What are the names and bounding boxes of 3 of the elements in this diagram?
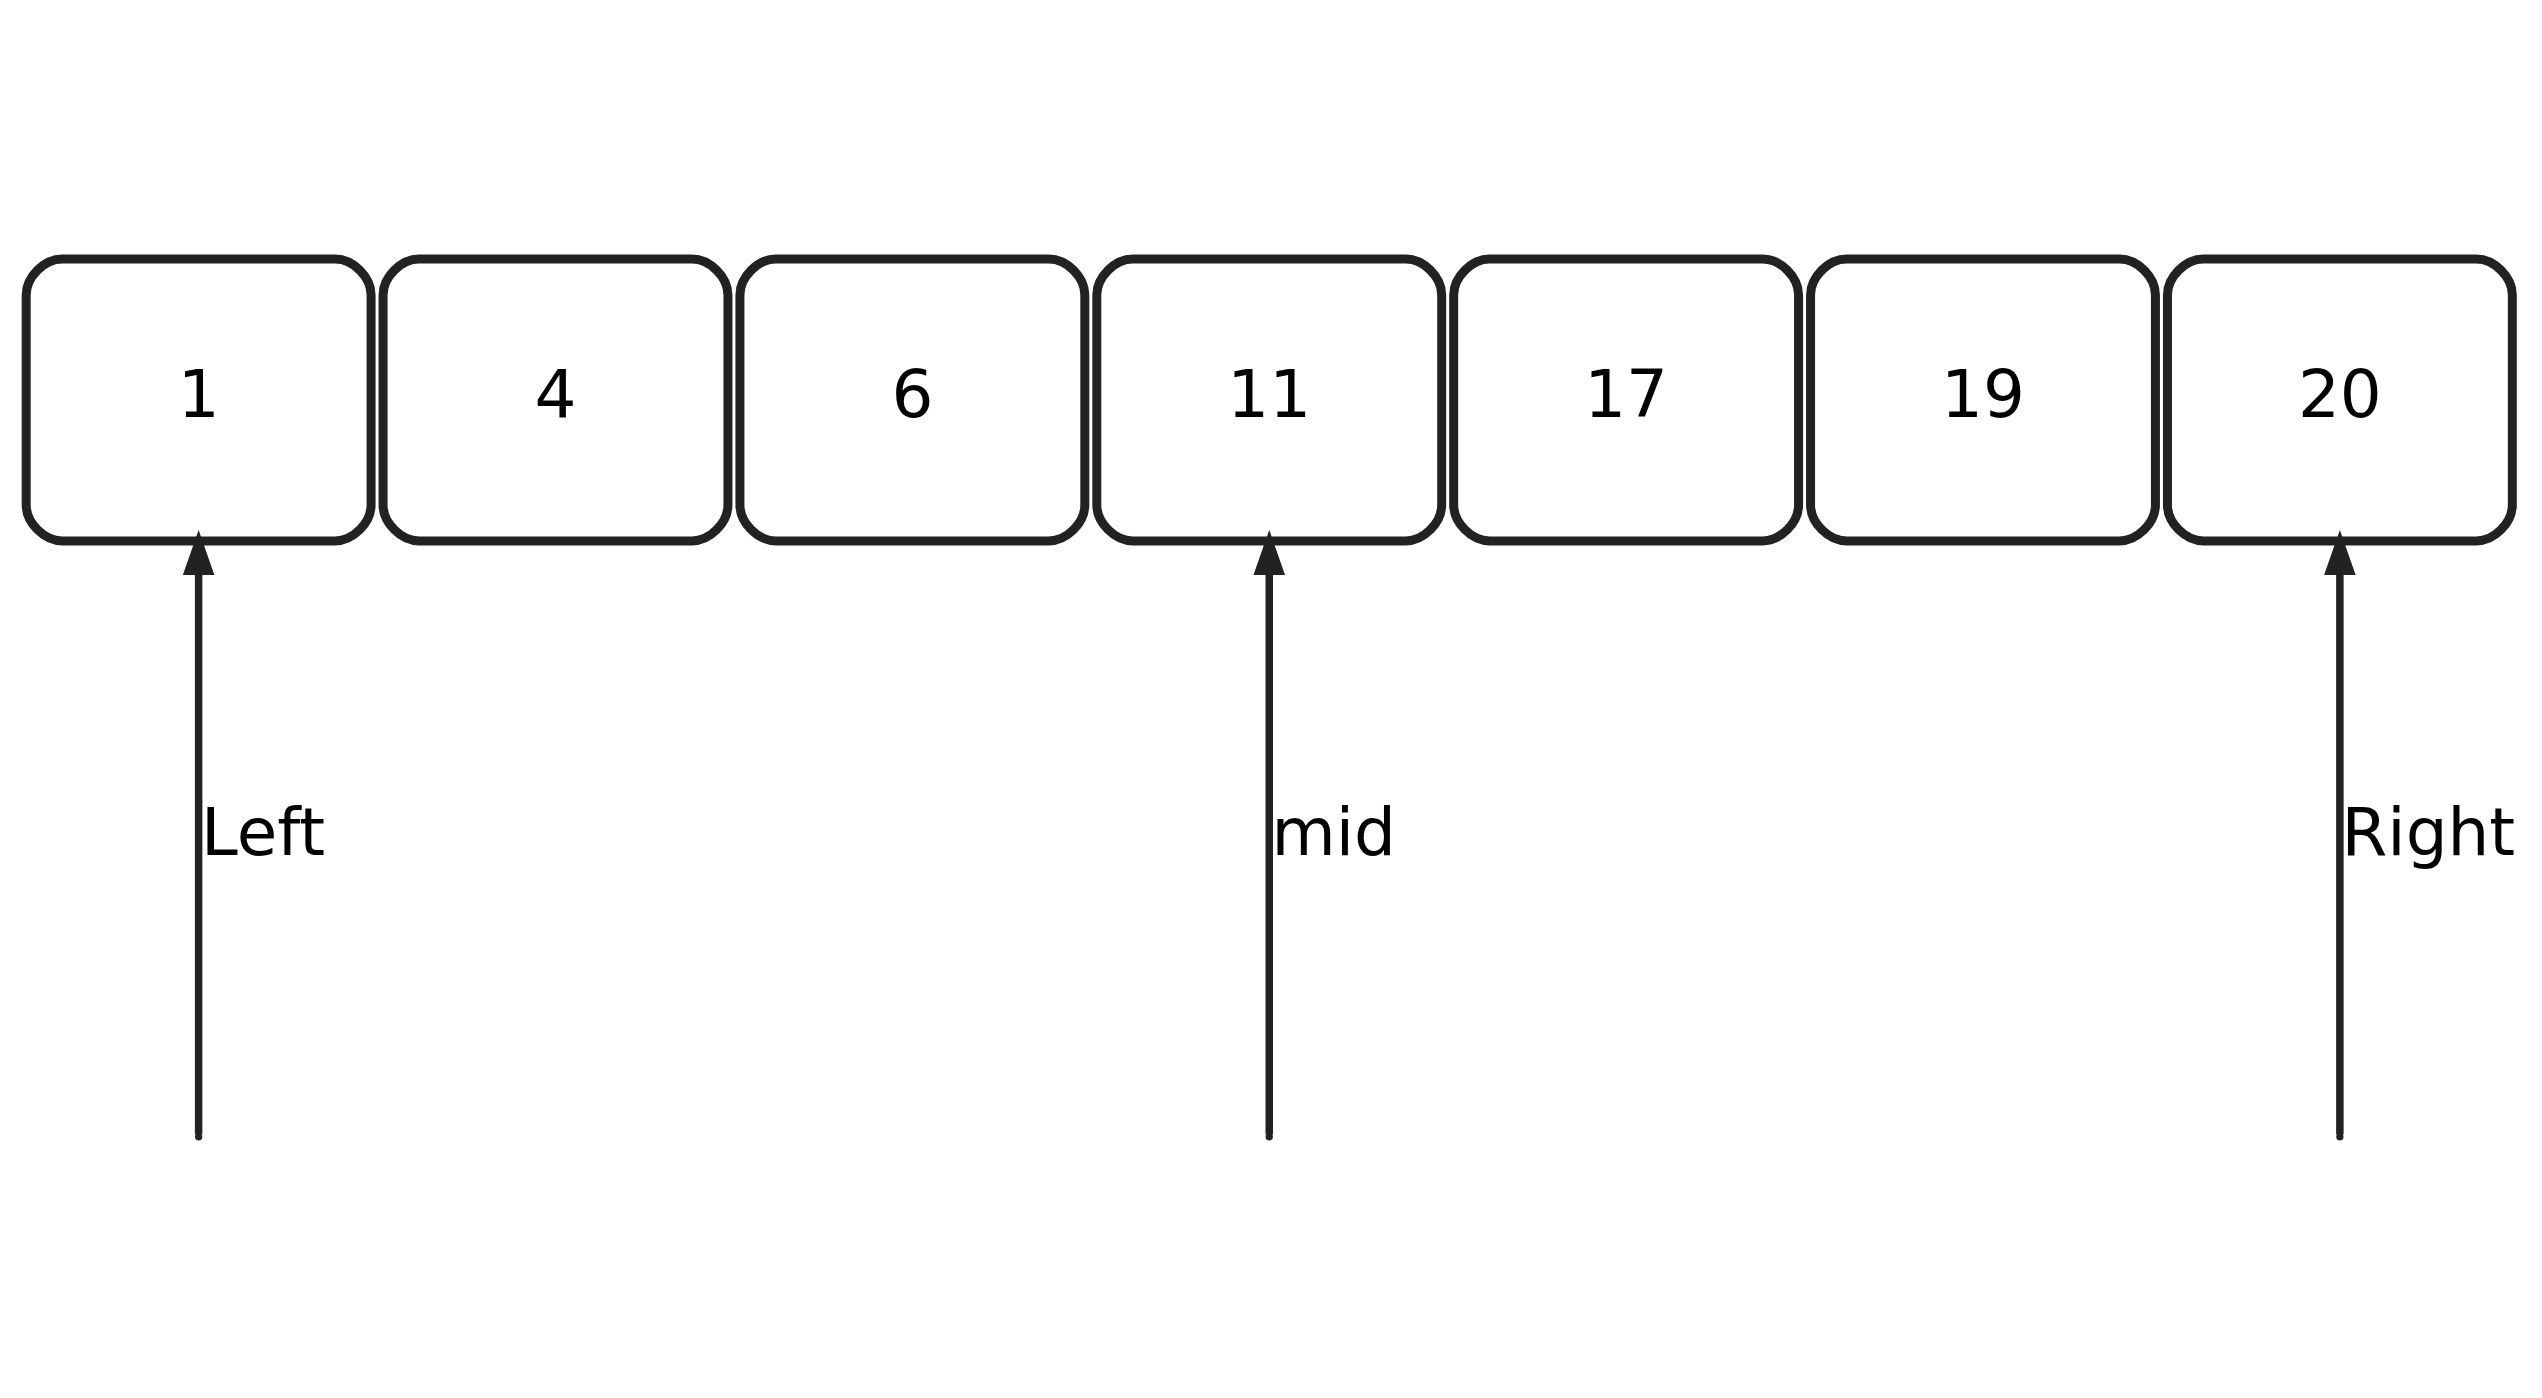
edge-label: mid bbox=[1270, 793, 1396, 871]
edge-label: Left bbox=[200, 793, 325, 871]
edge-label: Right bbox=[2340, 793, 2515, 871]
